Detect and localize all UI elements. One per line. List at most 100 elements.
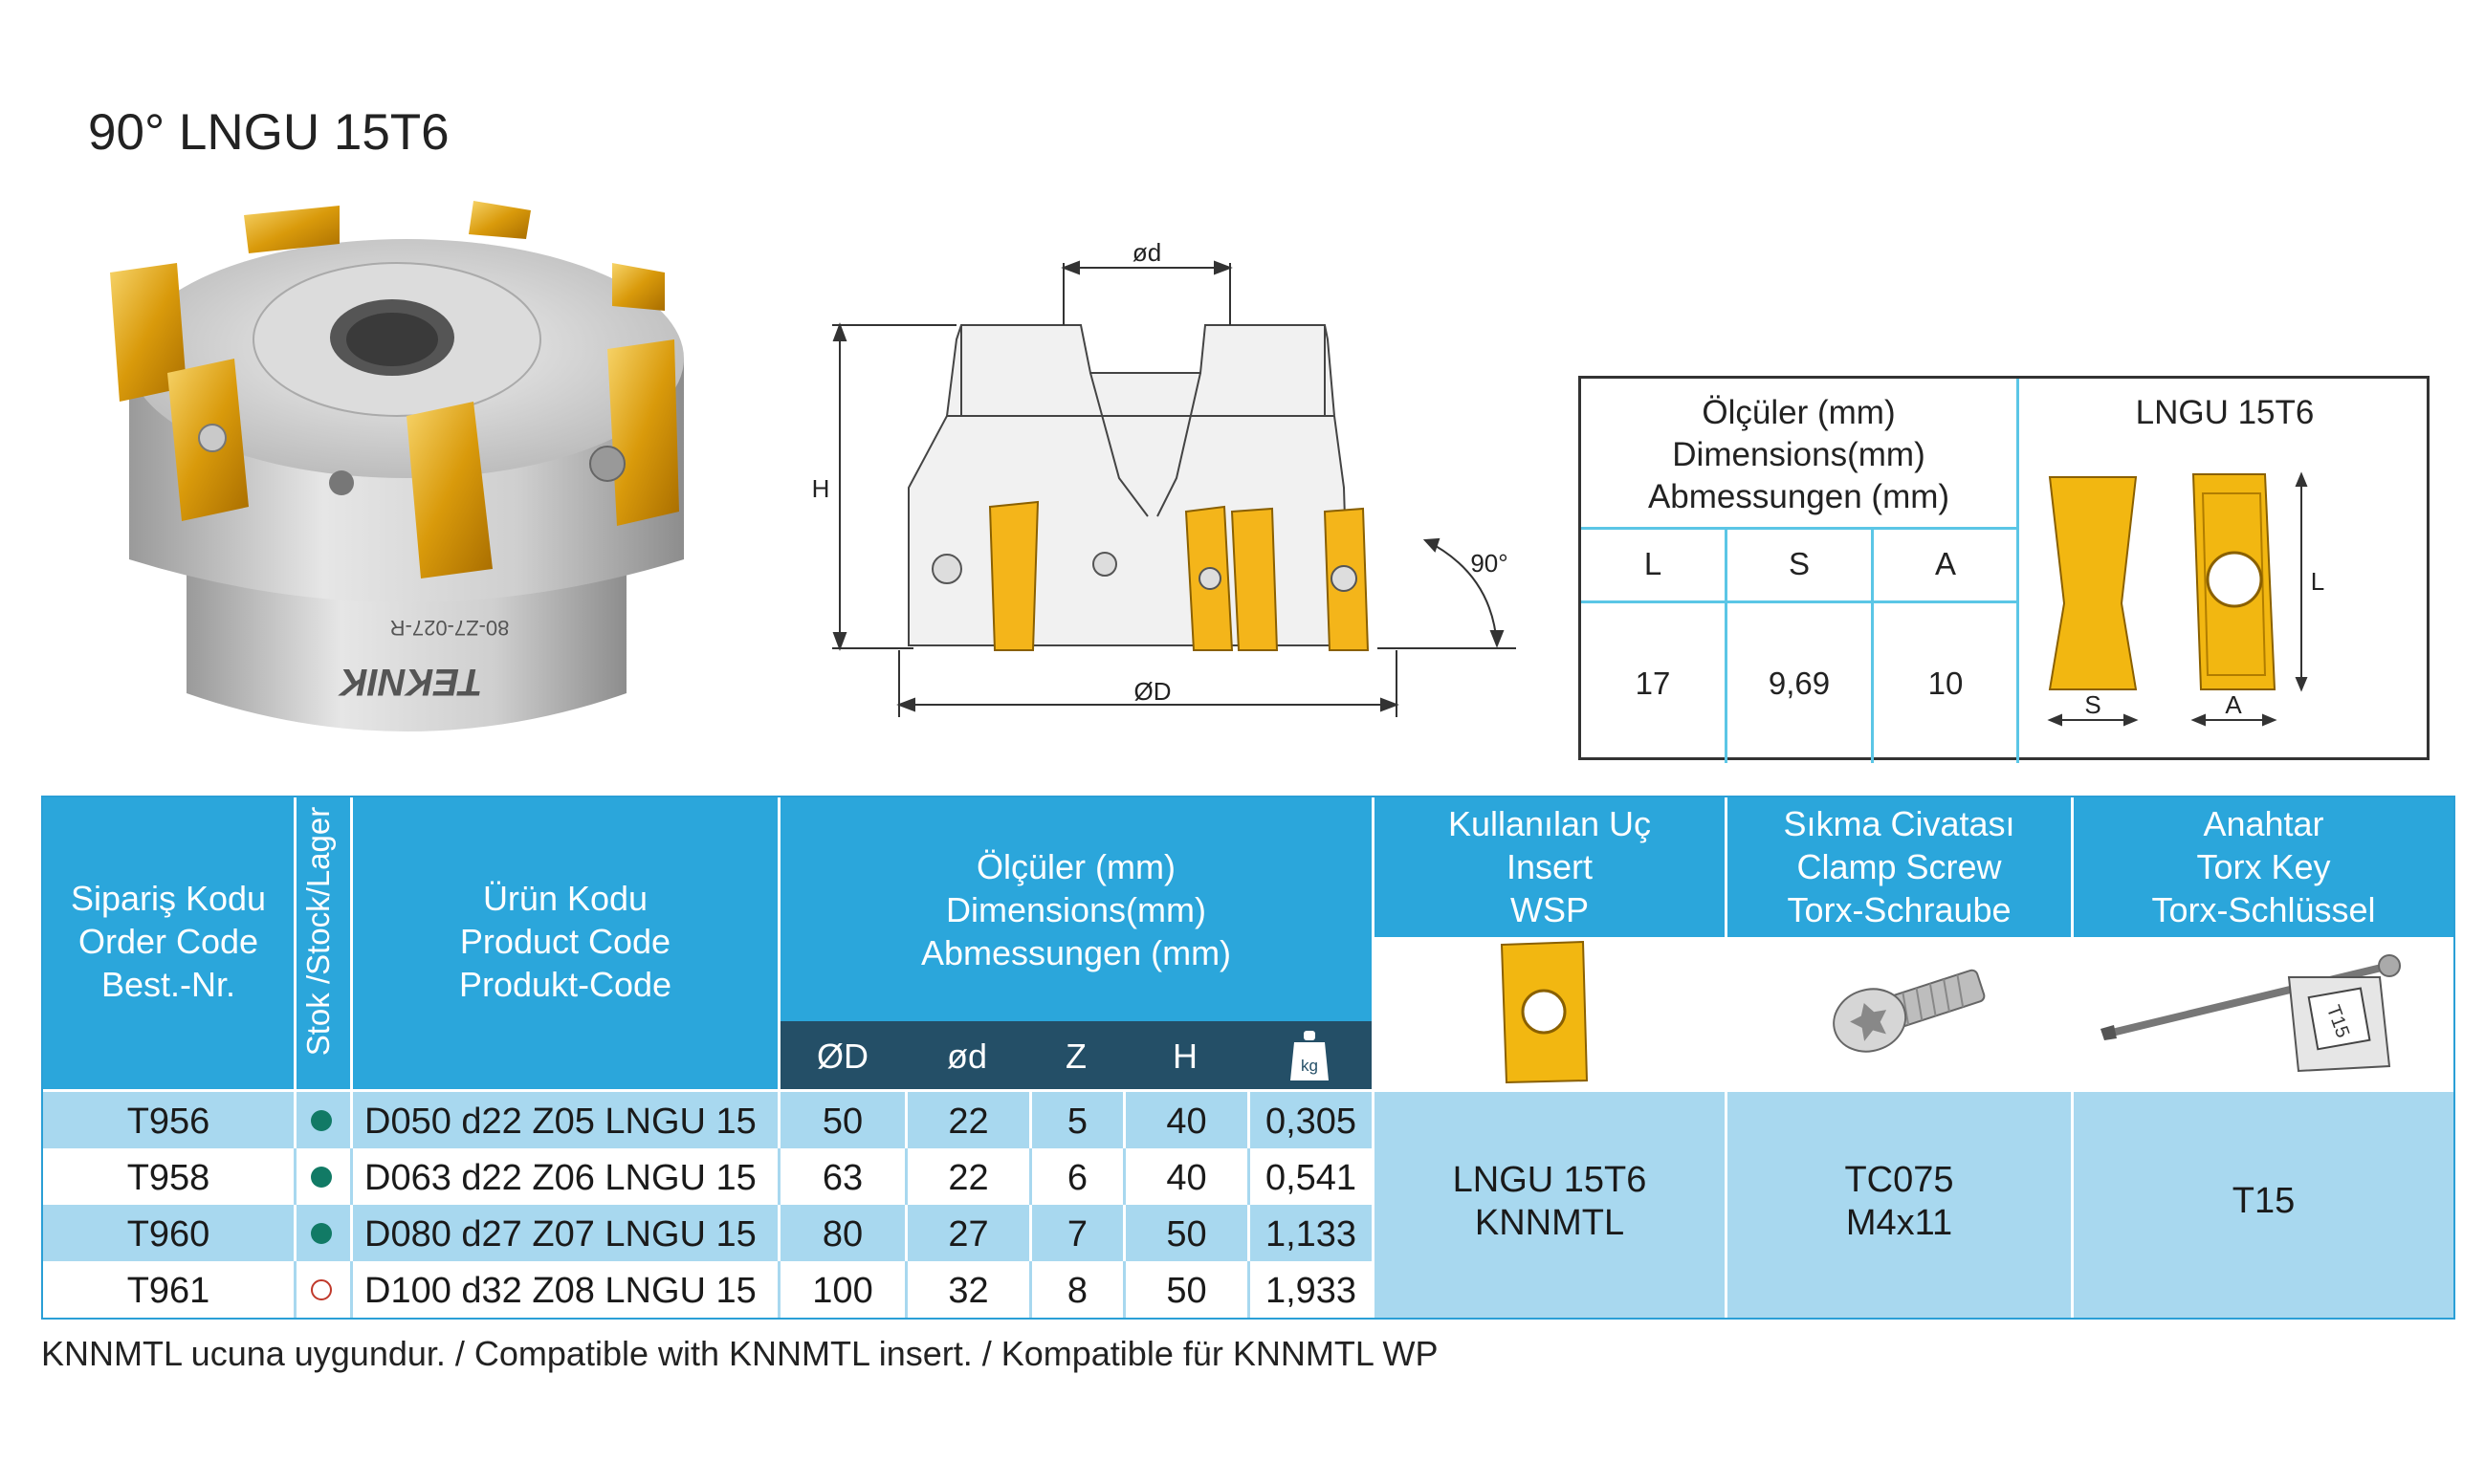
- insert-label-a: A: [2225, 690, 2242, 719]
- cell-Z: 7: [1067, 1214, 1089, 1255]
- subheader-D: ØD: [817, 1037, 869, 1076]
- dimensions-header-line: Ölçüler (mm): [1702, 394, 1896, 431]
- insert-image: [1500, 940, 1589, 1084]
- table-row: T960 D080 d27 Z07 LNGU 15 80 27 7 50 1,133: [43, 1205, 1372, 1261]
- cell-kg: 0,541: [1264, 1158, 1357, 1198]
- cell-D: 80: [822, 1214, 864, 1255]
- label-D: ØD: [1134, 677, 1172, 706]
- in-stock-icon: [311, 1223, 332, 1244]
- insert-value-line: LNGU 15T6: [1452, 1160, 1647, 1200]
- header-line: Ürün Kodu: [482, 879, 649, 918]
- header-line: Insert: [1506, 847, 1594, 886]
- cell-order-code: T960: [126, 1214, 210, 1255]
- cell-H: 40: [1166, 1158, 1207, 1198]
- cell-D: 50: [822, 1102, 864, 1142]
- cell-kg: 0,305: [1264, 1102, 1357, 1142]
- header-stock: Stok /Stock/Lager: [300, 806, 336, 1057]
- insert-label-l: L: [2311, 567, 2324, 596]
- key-value: T15: [2232, 1181, 2296, 1221]
- product-table: Sipariş Kodu Order Code Best.-Nr. Stok /…: [41, 796, 2455, 1320]
- cell-d: 22: [948, 1158, 989, 1198]
- screw-value-line: TC075: [1844, 1160, 1954, 1200]
- header-dimensions: Ölçüler (mm) Dimensions(mm) Abmessungen …: [781, 845, 1372, 974]
- subheader-H: H: [1173, 1037, 1198, 1076]
- label-H: H: [812, 474, 830, 503]
- in-stock-icon: [311, 1110, 332, 1131]
- key-image-cell: T15: [2074, 937, 2453, 1089]
- engraving-code: 80-Z7-027-R: [390, 616, 510, 640]
- dimensions-header-line: Dimensions(mm): [1672, 436, 1925, 473]
- cell-order-code: T961: [126, 1271, 210, 1311]
- cell-Z: 8: [1067, 1271, 1089, 1311]
- insert-dimension-diagram: S A L: [2047, 471, 2324, 727]
- header-line: Ölçüler (mm): [977, 847, 1176, 886]
- cell-kg: 1,133: [1264, 1214, 1357, 1255]
- cell-d: 32: [948, 1271, 989, 1311]
- subheader-d: ød: [946, 1037, 987, 1076]
- header-line: Torx Key: [2196, 847, 2331, 886]
- header-insert: Kullanılan Uç Insert WSP: [1374, 802, 1725, 931]
- cell-H: 40: [1166, 1102, 1207, 1142]
- subheader-Z: Z: [1066, 1037, 1087, 1076]
- weight-icon: kg: [1290, 1031, 1329, 1080]
- dimensions-header-line: Abmessungen (mm): [1647, 478, 1950, 515]
- torx-key-image: T15: [2100, 954, 2401, 1073]
- insert-value-line: KNNMTL: [1474, 1203, 1625, 1243]
- header-line: Abmessungen (mm): [920, 933, 1232, 972]
- screw-value-cell: TC075 M4x11: [1727, 1092, 2071, 1318]
- table-row: T961 D100 d32 Z08 LNGU 15 100 32 8 50 1,933: [43, 1261, 1372, 1318]
- cell-kg: 1,933: [1264, 1271, 1357, 1311]
- label-angle: 90°: [1470, 549, 1507, 578]
- header-line: Sipariş Kodu: [70, 879, 267, 918]
- header-line: Best.-Nr.: [100, 965, 236, 1004]
- cell-product-code: D080 d27 Z07 LNGU 15: [364, 1214, 757, 1255]
- dim-value-A: 10: [1927, 666, 1964, 701]
- brand-engraving: TEKNIK: [337, 661, 482, 703]
- face-mill-cutter-image: TEKNIK 80-Z7-027-R: [110, 201, 684, 731]
- header-line: Sıkma Civatası: [1783, 804, 2015, 843]
- header-product-code: Ürün Kodu Product Code Produkt-Code: [353, 877, 778, 1006]
- table-row: T956 D050 d22 Z05 LNGU 15 50 22 5 40 0,305: [43, 1092, 1372, 1148]
- header-line: Clamp Screw: [1796, 847, 2002, 886]
- cell-product-code: D100 d32 Z08 LNGU 15: [364, 1271, 757, 1311]
- cell-H: 50: [1166, 1271, 1207, 1311]
- technical-drawing: ød H ØD 90°: [812, 238, 1516, 717]
- header-line: Product Code: [459, 922, 671, 961]
- header-screw: Sıkma Civatası Clamp Screw Torx-Schraube: [1727, 802, 2071, 931]
- cell-product-code: D063 d22 Z06 LNGU 15: [364, 1158, 757, 1198]
- cell-product-code: D050 d22 Z05 LNGU 15: [364, 1102, 757, 1142]
- insert-dimensions-box: Ölçüler (mm) Dimensions(mm) Abmessungen …: [1578, 376, 2430, 763]
- cell-d: 22: [948, 1102, 989, 1142]
- key-value-cell: T15: [2074, 1092, 2453, 1318]
- dim-value-S: 9,69: [1768, 666, 1831, 701]
- in-stock-icon: [311, 1167, 332, 1188]
- page-title: 90° LNGU 15T6: [88, 104, 450, 161]
- screw-image-cell: [1727, 937, 2071, 1089]
- header-line: Dimensions(mm): [945, 890, 1207, 929]
- weight-icon-text: kg: [1301, 1057, 1318, 1075]
- header-line: Torx-Schraube: [1787, 890, 2012, 929]
- clamp-screw-image: [1833, 969, 1986, 1053]
- cell-D: 100: [812, 1271, 873, 1311]
- header-line: Kullanılan Uç: [1447, 804, 1652, 843]
- insert-image-cell: [1374, 937, 1725, 1089]
- header-line: Anahtar: [2203, 804, 2324, 843]
- dim-col-S: S: [1788, 546, 1810, 581]
- dim-col-L: L: [1643, 546, 1662, 581]
- dimensions-header: Ölçüler (mm) Dimensions(mm) Abmessungen …: [1581, 392, 2016, 518]
- dim-col-A: A: [1934, 546, 1956, 581]
- footnote: KNNMTL ucuna uygundur. / Compatible with…: [41, 1334, 1439, 1373]
- insert-label-s: S: [2084, 690, 2100, 719]
- insert-value-cell: LNGU 15T6 KNNMTL: [1374, 1092, 1725, 1318]
- cell-d: 27: [948, 1214, 989, 1255]
- insert-title: LNGU 15T6: [2135, 394, 2315, 431]
- cell-order-code: T956: [126, 1102, 210, 1142]
- cell-D: 63: [822, 1158, 864, 1198]
- cell-order-code: T958: [126, 1158, 210, 1198]
- screw-value-line: M4x11: [1845, 1203, 1953, 1243]
- header-line: Order Code: [77, 922, 259, 961]
- header-line: WSP: [1509, 890, 1589, 929]
- cell-H: 50: [1166, 1214, 1207, 1255]
- cell-Z: 5: [1067, 1102, 1089, 1142]
- label-d: ød: [1133, 238, 1161, 267]
